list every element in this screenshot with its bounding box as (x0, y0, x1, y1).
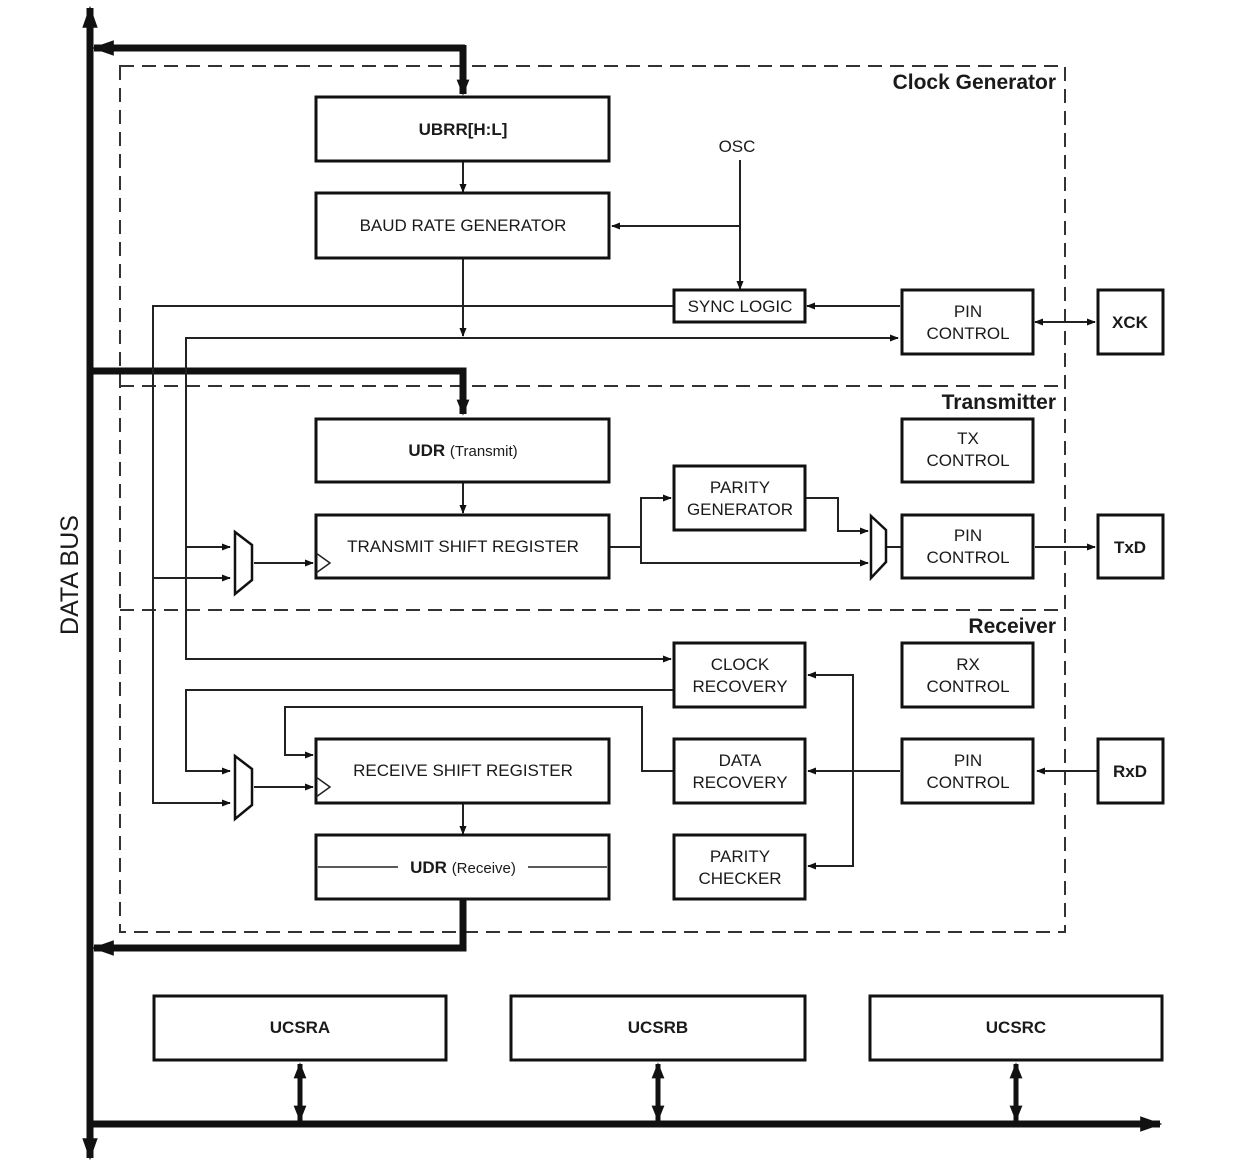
usart-frame (119, 65, 1066, 933)
block-ucsra: UCSRA (152, 994, 448, 1062)
block-data-recovery: DATA RECOVERY (672, 737, 807, 805)
transmit-shift-register-label: TRANSMIT SHIFT REGISTER (347, 537, 579, 556)
block-xck: XCK (1096, 288, 1165, 356)
clock-recovery-line2: RECOVERY (692, 677, 787, 696)
udr-receive-label: UDR (Receive) (410, 858, 516, 877)
block-parity-generator: PARITY GENERATOR (672, 464, 807, 532)
block-udr-transmit: UDR (Transmit) (314, 417, 611, 484)
tx-output-mux (869, 513, 888, 582)
wire-clock-recovery-to-rx-mux (185, 689, 673, 775)
udr-transmit-label: UDR (Transmit) (408, 441, 517, 460)
pin-control-txd-line2: CONTROL (926, 548, 1009, 567)
parity-checker-line1: PARITY (710, 847, 770, 866)
wire-clock-to-clock-recovery (185, 547, 672, 663)
xck-label: XCK (1112, 313, 1149, 332)
txd-label: TxD (1114, 538, 1146, 557)
ubrr-label: UBRR[H:L] (419, 120, 508, 139)
pin-control-rxd-line1: PIN (954, 751, 982, 770)
block-pin-control-xck: PIN CONTROL (900, 288, 1035, 356)
block-transmit-shift-register: TRANSMIT SHIFT REGISTER (314, 513, 611, 580)
wire-shift-to-parity (610, 494, 672, 548)
block-tx-control: TX CONTROL (900, 417, 1035, 484)
wire-parity-to-out-mux (806, 497, 869, 535)
signal-wires (152, 160, 1097, 870)
wire-sync-to-tx-mux (152, 305, 673, 582)
block-rxd: RxD (1096, 737, 1165, 805)
rx-clock-mux (233, 753, 254, 822)
parity-generator-line2: GENERATOR (687, 500, 793, 519)
bus-to-udr-transmit (90, 367, 470, 416)
baud-rate-generator-label: BAUD RATE GENERATOR (360, 216, 567, 235)
pin-control-txd-line1: PIN (954, 526, 982, 545)
block-ucsrb: UCSRB (509, 994, 807, 1062)
data-recovery-line1: DATA (719, 751, 762, 770)
clock-recovery-line1: CLOCK (711, 655, 770, 674)
block-parity-checker: PARITY CHECKER (672, 833, 807, 901)
pin-control-xck-line1: PIN (954, 302, 982, 321)
rx-control-line1: RX (956, 655, 980, 674)
wire-clock-to-xck-pin (185, 334, 899, 547)
wire-shift-to-out-mux (640, 547, 869, 567)
rx-control-line2: CONTROL (926, 677, 1009, 696)
block-sync-logic: SYNC LOGIC (672, 288, 807, 324)
block-udr-receive: UDR (Receive) (314, 833, 611, 901)
section-title-clock-generator: Clock Generator (893, 71, 1056, 94)
section-title-receiver: Receiver (968, 615, 1056, 638)
wire-to-clock-recovery (807, 671, 854, 771)
section-title-transmitter: Transmitter (942, 391, 1056, 414)
block-receive-shift-register: RECEIVE SHIFT REGISTER (314, 737, 611, 805)
block-pin-control-rxd: PIN CONTROL (900, 737, 1035, 805)
rxd-label: RxD (1113, 762, 1147, 781)
wire-sync-to-rx-mux (152, 578, 231, 807)
block-ucsrc: UCSRC (868, 994, 1164, 1062)
ucsrb-label: UCSRB (628, 1018, 688, 1037)
ucsra-label: UCSRA (270, 1018, 330, 1037)
pin-control-xck-line2: CONTROL (926, 324, 1009, 343)
data-bus-label: DATA BUS (56, 515, 84, 635)
tx-control-line1: TX (957, 429, 979, 448)
parity-generator-line1: PARITY (710, 478, 770, 497)
bus-from-udr-receive (91, 900, 467, 956)
receive-shift-register-label: RECEIVE SHIFT REGISTER (353, 761, 573, 780)
sync-logic-label: SYNC LOGIC (688, 297, 793, 316)
section-frames (119, 65, 1066, 933)
parity-checker-line2: CHECKER (698, 869, 781, 888)
block-baud-rate-generator: BAUD RATE GENERATOR (314, 191, 611, 260)
pin-control-rxd-line2: CONTROL (926, 773, 1009, 792)
data-bus: DATA BUS (56, 5, 1163, 1161)
tx-clock-mux (233, 529, 254, 597)
osc-label: OSC (719, 137, 756, 156)
tx-control-line2: CONTROL (926, 451, 1009, 470)
ucsrc-label: UCSRC (986, 1018, 1046, 1037)
data-recovery-line2: RECOVERY (692, 773, 787, 792)
block-txd: TxD (1096, 513, 1165, 580)
wire-data-recovery-to-shift (284, 706, 673, 772)
block-clock-recovery: CLOCK RECOVERY (672, 641, 807, 709)
block-ubrr: UBRR[H:L] (314, 95, 611, 163)
block-pin-control-txd: PIN CONTROL (900, 513, 1035, 580)
wire-to-parity-checker (807, 771, 854, 870)
block-rx-control: RX CONTROL (900, 641, 1035, 709)
